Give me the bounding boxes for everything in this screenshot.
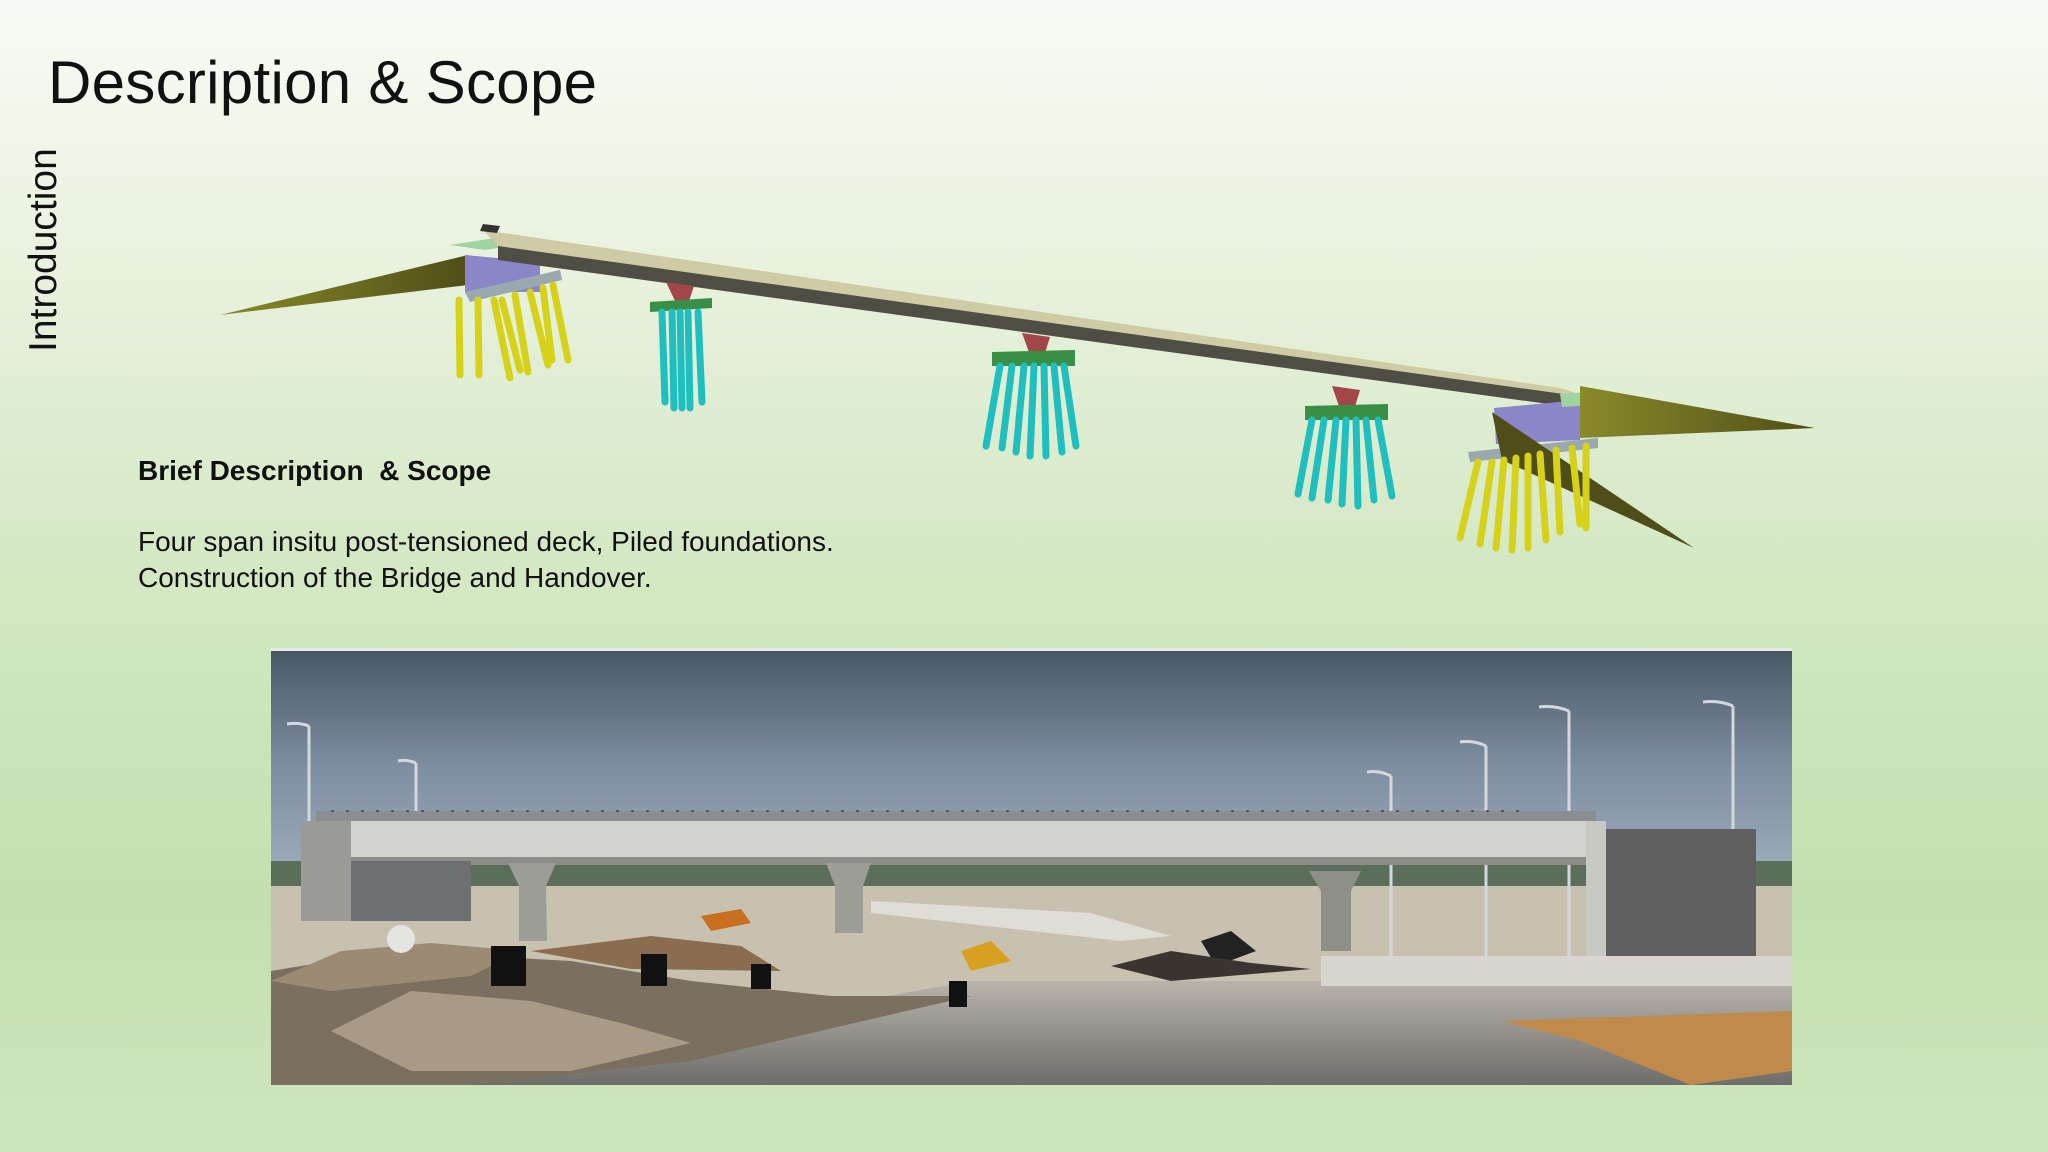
description-heading: Brief Description & Scope <box>138 455 492 486</box>
right-wing-wall <box>1492 412 1694 548</box>
curb <box>1501 1011 1792 1085</box>
pier-3 <box>1305 386 1388 420</box>
left-approach-ramp <box>220 255 468 315</box>
right-approach-ramp <box>1580 386 1815 438</box>
construction-debris <box>271 909 1311 1085</box>
pier-2 <box>992 333 1075 366</box>
pier-2-piles <box>982 362 1080 460</box>
pier-1 <box>650 282 712 312</box>
bridge-deck <box>480 224 1592 410</box>
pier-3-piles <box>1294 416 1396 510</box>
photo-bridge <box>301 810 1792 986</box>
left-abutment-piles <box>455 281 572 382</box>
left-abutment <box>450 238 562 302</box>
slide-title: Description & Scope <box>48 49 598 116</box>
road <box>391 981 1792 1085</box>
bridge-model-image <box>220 224 1815 554</box>
right-abutment-piles <box>1456 442 1590 554</box>
description-line-1: Four span insitu post-tensioned deck, Pi… <box>138 526 834 557</box>
description-line-2: Construction of the Bridge and Handover. <box>138 562 652 593</box>
site-photo <box>271 648 1792 1085</box>
pier-1-piles <box>658 308 706 412</box>
road-barrier <box>871 901 1171 941</box>
